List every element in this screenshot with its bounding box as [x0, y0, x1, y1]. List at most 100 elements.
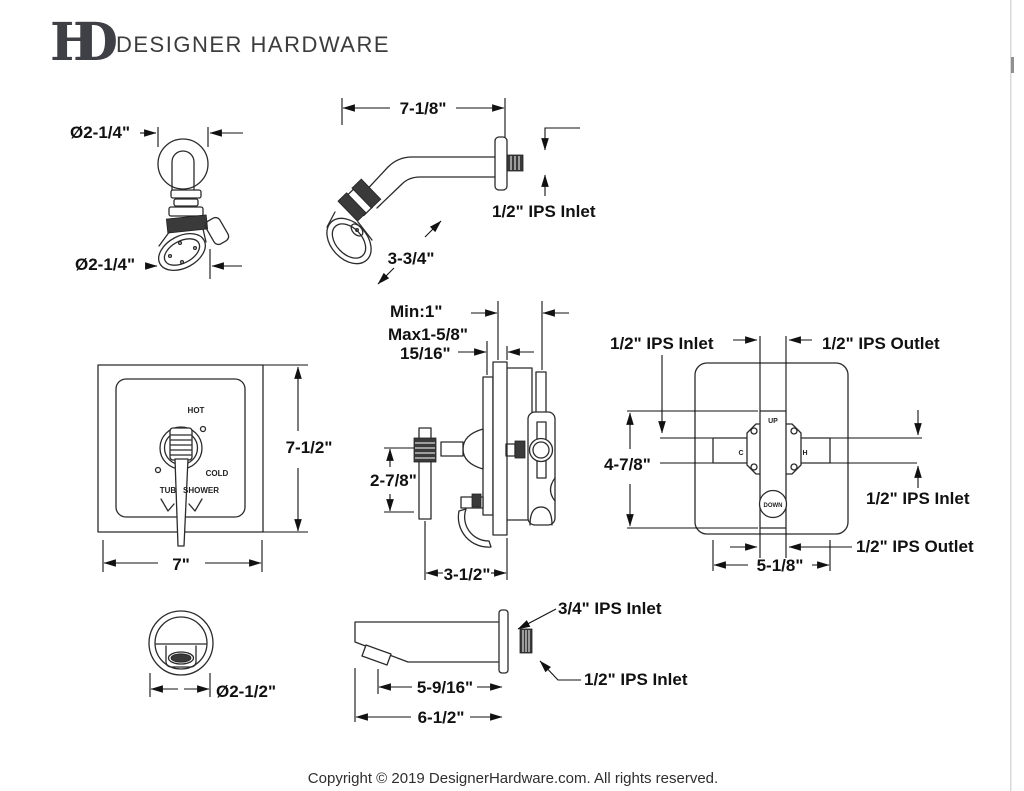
- knob-ribs: [415, 442, 435, 459]
- aerator-rim: [167, 651, 195, 665]
- showerhead-nut: [168, 206, 204, 217]
- spout-side-view: 3/4" IPS Inlet 1/2" IPS Inlet 5-9/16" 6-…: [354, 599, 688, 727]
- head-ribbed-ring: [337, 192, 367, 222]
- riser-extension-lines: [759, 336, 787, 558]
- max-depth-label: Max1-5/8": [388, 325, 468, 344]
- screw-hole: [750, 463, 758, 471]
- index-dot: [199, 425, 207, 433]
- cold-port-label: C: [738, 450, 743, 457]
- spout-inlet-34-label: 3/4" IPS Inlet: [558, 599, 662, 618]
- rough-in-height-label: 4-7/8": [604, 455, 651, 474]
- cold-inlet-pipe: [712, 437, 748, 464]
- top-outlet-label: 1/2" IPS Outlet: [822, 334, 940, 353]
- thread-lines: [510, 156, 520, 170]
- rough-in-view: UP DOWN C H 1/2" IPS Inlet 1/2" IPS Outl…: [604, 334, 974, 575]
- plate-side: [492, 361, 508, 536]
- plate-back-layer: [482, 376, 494, 516]
- trim-plate-view: HOT COLD TUB SHOWER 7-1/2" 7": [97, 364, 332, 574]
- spray-hole: [179, 259, 185, 265]
- hot-label: HOT: [188, 406, 205, 415]
- index-dot: [154, 466, 162, 474]
- head-pivot-dot: [355, 228, 359, 232]
- diverter-mark: [160, 498, 175, 512]
- inlet-leader-arrow: [517, 608, 557, 630]
- spout-ring-outer: [148, 610, 214, 676]
- shower-arm-view: 7-1/8" 3-3/4" 1/2" IPS Inlet: [326, 98, 596, 285]
- extension-lines: [149, 673, 211, 697]
- copyright-text: Copyright © 2019 DesignerHardware.com. A…: [308, 770, 718, 787]
- head-bell: [326, 211, 373, 241]
- spray-hole: [192, 245, 198, 251]
- extension-lines: [384, 447, 414, 513]
- inlet-callout-arrow: [541, 127, 580, 151]
- spout-inlet-12-label: 1/2" IPS Inlet: [584, 670, 688, 689]
- dim-arrow: [424, 220, 442, 238]
- brand-logo: H D DESIGNER HARDWARE: [50, 12, 390, 73]
- showerhead-ribbed-ring: [165, 214, 209, 234]
- showerhead-face-rim: [163, 238, 201, 266]
- handle-lever: [174, 458, 189, 547]
- valve-body: [527, 411, 556, 526]
- body-notch: [549, 477, 556, 502]
- cold-label: COLD: [206, 469, 229, 478]
- spray-hole: [167, 253, 173, 259]
- showerhead-nut: [170, 189, 202, 199]
- handle-length-label: 2-7/8": [370, 471, 417, 490]
- spout-ring-inner: [154, 616, 208, 670]
- screw-hole: [790, 463, 798, 471]
- page-edge-mark: [1011, 57, 1014, 73]
- spout-reach-outer-label: 6-1/2": [418, 708, 465, 727]
- head-length-label: 3-3/4": [388, 249, 435, 268]
- arm-wall-flange: [494, 136, 508, 191]
- showerhead-nut: [173, 198, 199, 207]
- arm-tube-top-edge: [360, 156, 496, 197]
- pipe-edge-extensions: [660, 437, 713, 464]
- down-label: DOWN: [764, 503, 783, 509]
- body-depth-label: 3-1/2": [444, 565, 491, 584]
- page-edge-line: [1010, 0, 1012, 791]
- tub-label: TUB: [160, 486, 177, 495]
- pipe-edge-extensions: [830, 437, 922, 464]
- showerhead-volume-knob: [204, 216, 230, 246]
- dim-arrow: [377, 267, 395, 285]
- logo-monogram-h: H: [50, 12, 99, 73]
- shower-label: SHOWER: [183, 486, 219, 495]
- arm-tube-bottom-edge: [376, 176, 496, 209]
- showerhead-flange-diameter-label: Ø2-1/4": [70, 123, 130, 142]
- right-inlet-label: 1/2" IPS Inlet: [866, 489, 970, 508]
- extension-lines: [102, 540, 263, 572]
- rough-in-width-label: 5-1/8": [757, 556, 804, 575]
- arm-length-label: 7-1/8": [400, 99, 447, 118]
- min-depth-label: Min:1": [390, 302, 442, 321]
- aerator: [170, 653, 192, 663]
- screw-hole: [790, 427, 798, 435]
- spout-reach-inner-label: 5-9/16": [417, 678, 473, 697]
- bottom-outlet-label: 1/2" IPS Outlet: [856, 537, 974, 556]
- valve-body-steps: [506, 367, 547, 521]
- head-ribbed-ring: [351, 178, 382, 209]
- extension-lines: [263, 364, 308, 533]
- spray-hole: [177, 240, 183, 246]
- screw-hole: [750, 427, 758, 435]
- valve-side-view: Min:1" Max1-5/8" 15/16" 2-7/8" 3-1/2": [370, 301, 569, 584]
- extension-lines: [157, 127, 209, 147]
- spout-front-view: Ø2-1/2": [148, 610, 276, 701]
- handle-knob-ribs: [170, 434, 192, 456]
- logo-monogram-d: D: [73, 12, 118, 73]
- arm-inlet-label: 1/2" IPS Inlet: [492, 202, 596, 221]
- brand-name: DESIGNER HARDWARE: [116, 32, 390, 57]
- showerhead-face-diameter-label: Ø2-1/4": [75, 255, 135, 274]
- cartridge-port-inner: [532, 441, 550, 459]
- spout-tip: [361, 644, 392, 666]
- spout-diameter-label: Ø2-1/2": [216, 682, 276, 701]
- thread-lines: [522, 630, 530, 652]
- plate-depth-label: 15/16": [400, 344, 451, 363]
- spout-body: [354, 621, 499, 663]
- plate-width-label: 7": [172, 555, 190, 574]
- showerhead-cone: [158, 228, 207, 247]
- head-face: [326, 217, 372, 265]
- extension-lines: [424, 521, 508, 580]
- down-port: [758, 489, 788, 519]
